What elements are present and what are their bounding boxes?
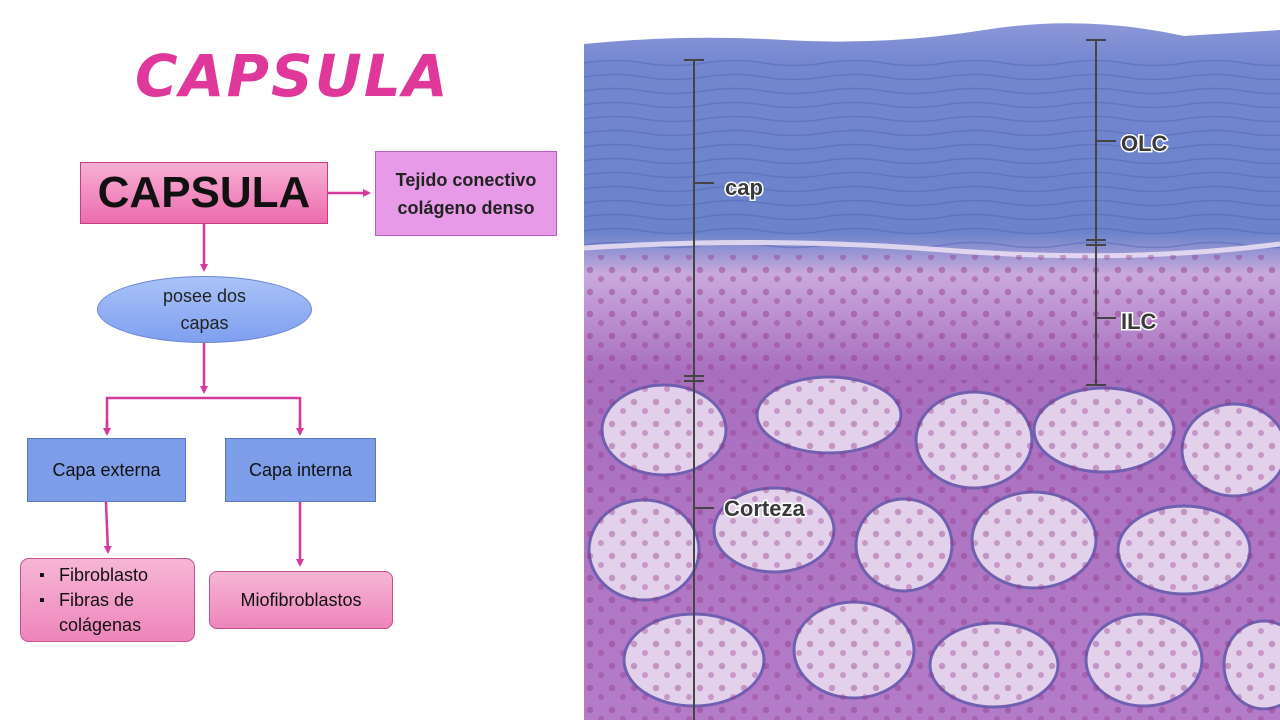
tejido-line-2: colágeno denso	[397, 197, 535, 218]
miofibroblastos-node: Miofibroblastos	[209, 571, 393, 629]
capa-externa-node: Capa externa	[27, 438, 186, 502]
collagen-fibers	[584, 60, 1280, 250]
scale-bars	[684, 39, 1116, 720]
arrow-externa-to-fibro	[103, 501, 112, 554]
externa-items-node: Fibroblasto Fibras de colágenas	[20, 558, 195, 642]
inner-capsule-cells	[584, 255, 1280, 375]
label-ilc: ILC	[1121, 309, 1157, 334]
externa-items-list: Fibroblasto Fibras de colágenas	[21, 563, 194, 638]
tejido-node: Tejido conectivo colágeno denso	[375, 151, 557, 236]
capsule-micrograph: cap Corteza OLC ILC	[584, 0, 1280, 720]
posee-line-2: capas	[180, 312, 229, 333]
label-cap: cap	[725, 175, 763, 200]
slide-title: CAPSULA	[135, 42, 450, 110]
list-item: Fibras de colágenas	[39, 588, 194, 638]
list-item: Fibroblasto	[39, 563, 194, 588]
posee-dos-capas-node: posee dos capas	[97, 276, 312, 343]
capsula-node: CAPSULA	[80, 162, 328, 224]
branch-connector	[105, 396, 302, 432]
label-olc: OLC	[1121, 131, 1168, 156]
micrograph-svg: cap Corteza OLC ILC	[584, 0, 1280, 720]
diagram-connectors	[103, 189, 371, 567]
label-corteza: Corteza	[724, 496, 805, 521]
tejido-line-1: Tejido conectivo	[395, 169, 537, 190]
posee-line-1: posee dos	[162, 285, 247, 306]
capa-interna-node: Capa interna	[225, 438, 376, 502]
